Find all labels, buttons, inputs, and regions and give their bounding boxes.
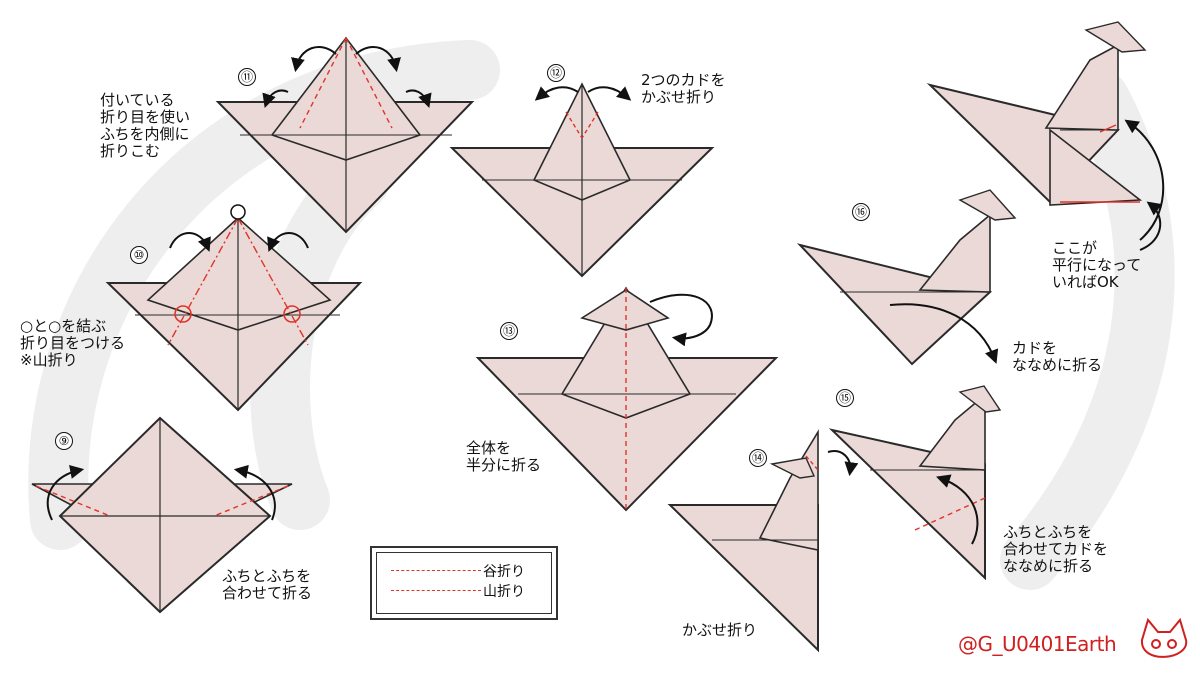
step-15-figure [828, 385, 1002, 581]
step-number-9: ⑨ [55, 432, 73, 450]
curved-arrow-icon [262, 89, 289, 108]
step-10-figure [105, 204, 363, 412]
step-10-text: ○と○を結ぶ 折り目をつける ※山折り [20, 317, 126, 369]
step-number-13: ⑬ [500, 322, 518, 340]
curved-arrow-icon [46, 465, 85, 521]
curved-arrow-icon [649, 293, 713, 347]
curved-arrow-icon [291, 46, 337, 73]
cat-face-icon [1140, 617, 1188, 658]
author-credit: @G_U0401Earth [958, 632, 1117, 656]
mountain-fold-line-sample [391, 590, 481, 591]
step-number-11: ⑪ [238, 68, 256, 86]
step-number-16: ⑯ [852, 203, 870, 221]
circle-marker-icon [283, 305, 301, 323]
curved-arrow-icon [889, 303, 999, 364]
curved-arrow-icon [827, 450, 859, 477]
step-number-12: ⑫ [547, 64, 565, 82]
circle-marker-icon [174, 305, 192, 323]
valley-fold-line-sample [391, 570, 481, 571]
valley-fold-label: 谷折り [483, 564, 525, 580]
step-15-text: ふちとふちを 合わせてカドを ななめに折る [1003, 523, 1109, 575]
step-11-figure [215, 36, 475, 234]
step-12-text: 2つのカドを かぶせ折り [641, 71, 726, 106]
curved-arrow-icon [534, 86, 579, 101]
step-11-text: 付いている 折り目を使い ふちを内側に 折りこむ [100, 91, 191, 160]
step-9-figure [31, 416, 293, 614]
circle-marker-icon [230, 204, 246, 220]
step-9-text: ふちとふちを 合わせて折る [222, 567, 313, 602]
step-number-15: ⑮ [836, 389, 854, 407]
step-number-10: ⑩ [130, 246, 148, 264]
step-number-14: ⑭ [749, 449, 767, 467]
curved-arrow-icon [1139, 201, 1163, 251]
step-12-figure [449, 82, 715, 278]
curved-arrow-icon [267, 232, 309, 252]
final-figure [926, 21, 1165, 251]
curved-arrow-icon [587, 86, 632, 101]
curved-arrow-icon [355, 46, 401, 73]
curved-arrow-icon [233, 464, 276, 521]
step-13-text: 全体を 半分に折る [466, 439, 542, 474]
fold-legend: 谷折り 山折り [370, 546, 558, 620]
step-16-text: カドを ななめに折る [1012, 339, 1103, 374]
step-14-figure [667, 429, 859, 653]
curved-arrow-icon [1124, 119, 1165, 241]
final-note-text: ここが 平行になって いればOK [1052, 239, 1142, 291]
curved-arrow-icon [936, 474, 979, 545]
step-16-figure [796, 189, 1017, 366]
curved-arrow-icon [169, 232, 211, 252]
mountain-fold-label: 山折り [483, 584, 525, 600]
curved-arrow-icon [405, 89, 432, 108]
step-14-text: かぶせ折り [682, 621, 758, 639]
step-13-figure [475, 286, 779, 512]
